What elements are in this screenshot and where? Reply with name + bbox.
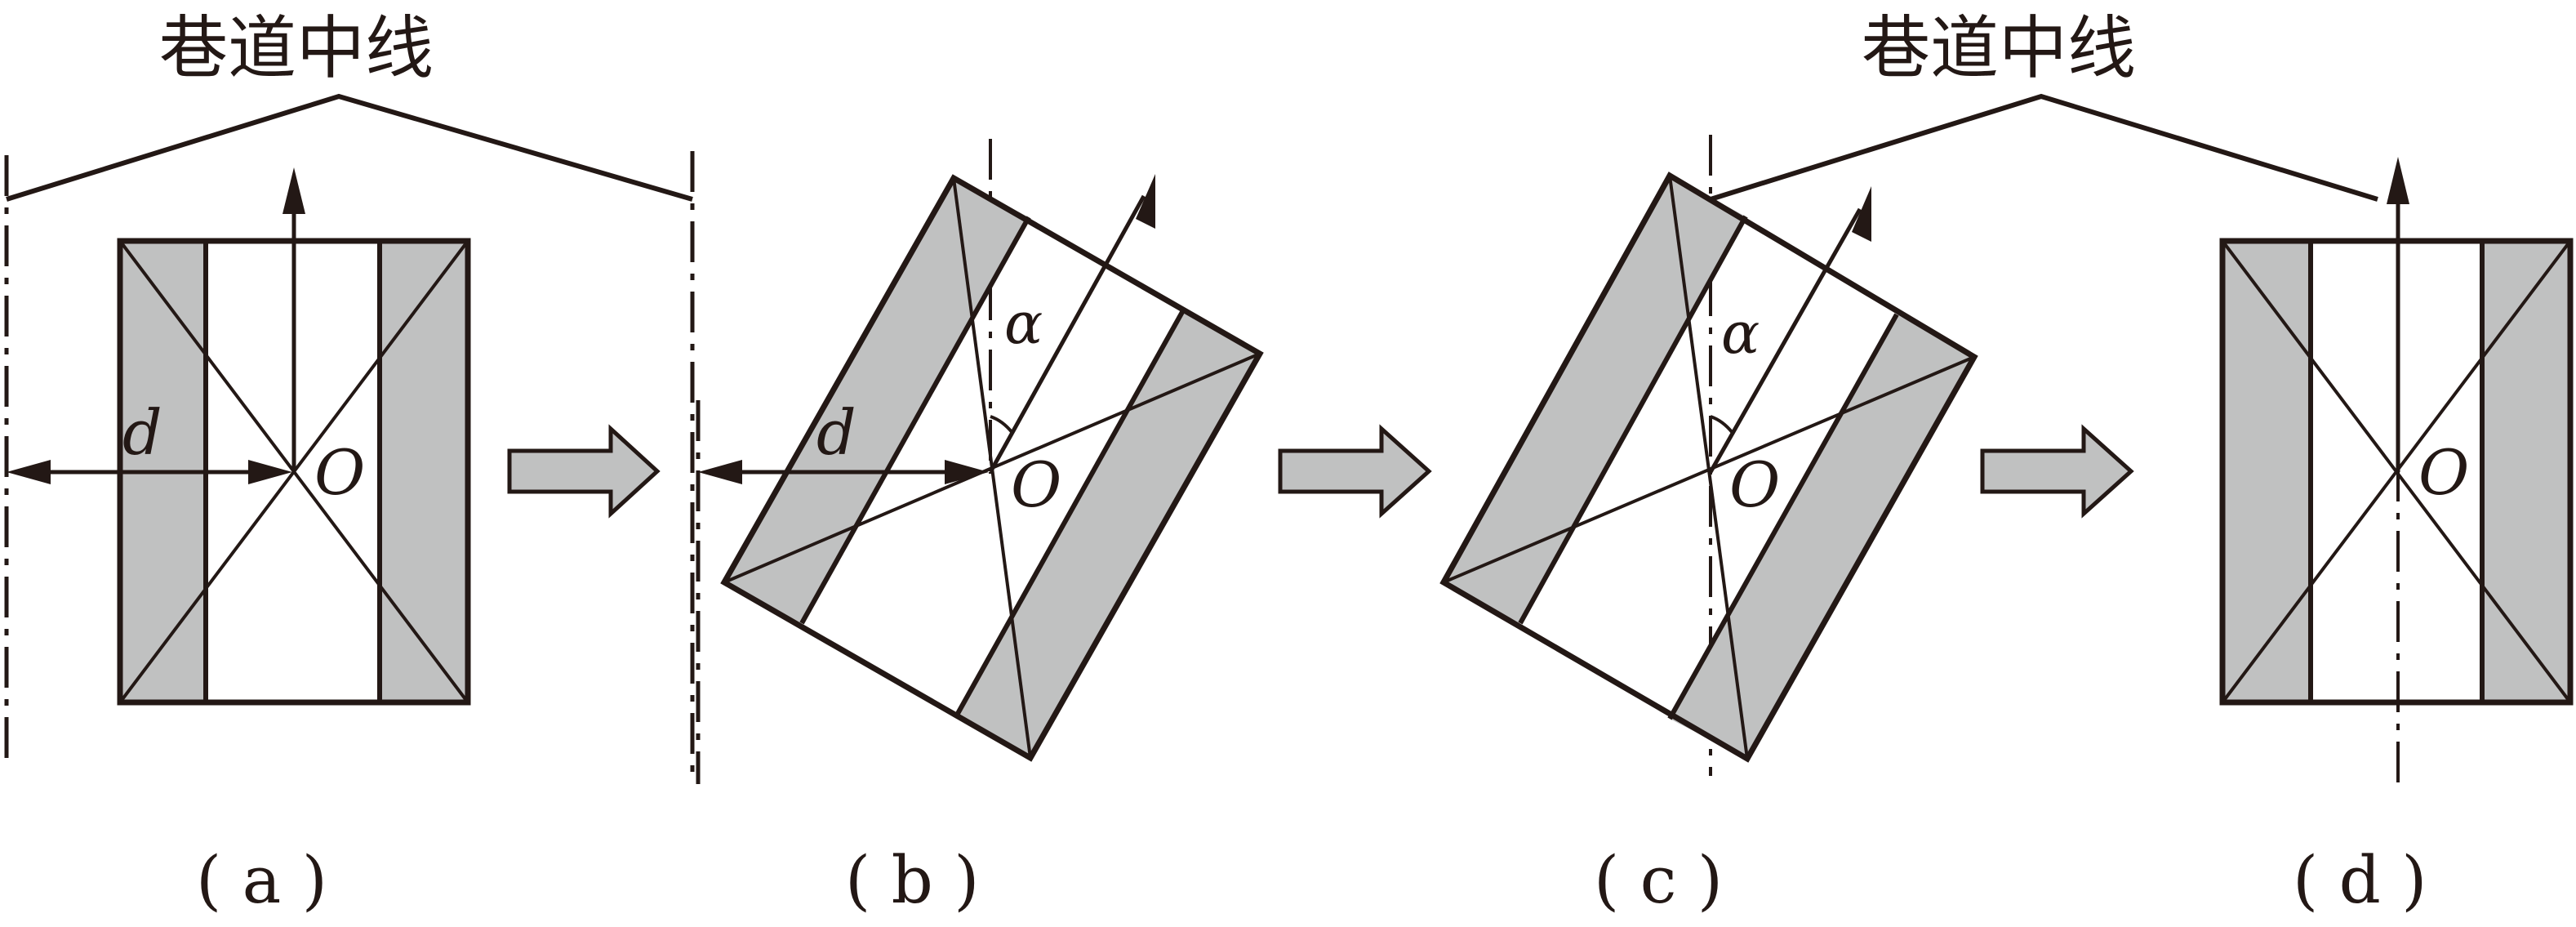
- panel-c-band-line-right: [1667, 313, 1899, 720]
- panel-a-centerline-title: 巷道中线: [159, 8, 434, 88]
- panel-c-left-band: [1444, 176, 1746, 623]
- panel-d-right-band: [2482, 241, 2570, 702]
- panel-a-center-label: O: [314, 436, 365, 509]
- panel-c-diagonal-2: [1443, 355, 1975, 584]
- panel-b-left-band: [724, 178, 1029, 623]
- panel-d-caption: ( d ): [2293, 842, 2427, 918]
- flow-arrow-2: [1278, 424, 1432, 519]
- panel-c-angle-label: α: [1721, 300, 1760, 367]
- panel-b-angle-label: α: [1004, 290, 1043, 357]
- panel-c-right-band: [1670, 314, 1974, 759]
- panel-b-angle-arc: [990, 415, 1014, 435]
- flow-arrow-1: [507, 424, 661, 519]
- panel-c-heading-arrowhead: [1852, 186, 1871, 242]
- panel-a-distance-arrow-right: [248, 460, 292, 484]
- panel-c-diagonal-1: [1668, 175, 1749, 760]
- flow-arrow-3: [1980, 424, 2134, 519]
- panel-b-distance-label: d: [816, 396, 856, 469]
- panel-d-left-band: [2222, 241, 2311, 702]
- panel-d-heading-arrowhead: [2387, 157, 2409, 204]
- panel-a-heading-arrowhead: [283, 167, 305, 214]
- panel-c-centerline-bracket: [1710, 93, 2378, 202]
- panel-b: α d O ( b ): [696, 139, 1264, 918]
- panel-a-distance-label: d: [122, 396, 162, 469]
- panel-c-centerline-title: 巷道中线: [1862, 8, 2136, 88]
- panel-a-centerline-bracket: [6, 93, 693, 202]
- panel-a: 巷道中线 d O ( a ): [4, 8, 695, 918]
- panel-a-distance-arrow-left: [7, 460, 51, 484]
- panel-a-caption: ( a ): [196, 842, 327, 918]
- panel-b-heading-arrowhead: [1136, 174, 1155, 229]
- panel-b-right-band: [955, 312, 1260, 758]
- panel-c: 巷道中线 α O ( c ): [1439, 8, 2378, 918]
- panel-c-heading-arrow: [1708, 207, 1862, 474]
- panel-c-band-line-left: [1518, 215, 1748, 625]
- panel-b-band-line-right: [953, 310, 1185, 720]
- panel-b-distance-arrow-left: [698, 460, 742, 484]
- panel-b-heading-arrow: [988, 194, 1146, 474]
- panel-b-center-label: O: [1011, 448, 1061, 521]
- panel-b-band-line-left: [799, 216, 1031, 625]
- panel-b-distance-arrow-right: [945, 460, 989, 484]
- panel-c-angle-arc: [1710, 415, 1734, 435]
- panel-c-center-label: O: [1729, 448, 1780, 521]
- panel-c-caption: ( c ): [1594, 842, 1723, 918]
- panel-d-center-label: O: [2418, 436, 2469, 509]
- panel-a-right-band: [380, 241, 468, 702]
- panel-d: O ( d ): [2219, 157, 2574, 918]
- panel-b-caption: ( b ): [845, 842, 980, 918]
